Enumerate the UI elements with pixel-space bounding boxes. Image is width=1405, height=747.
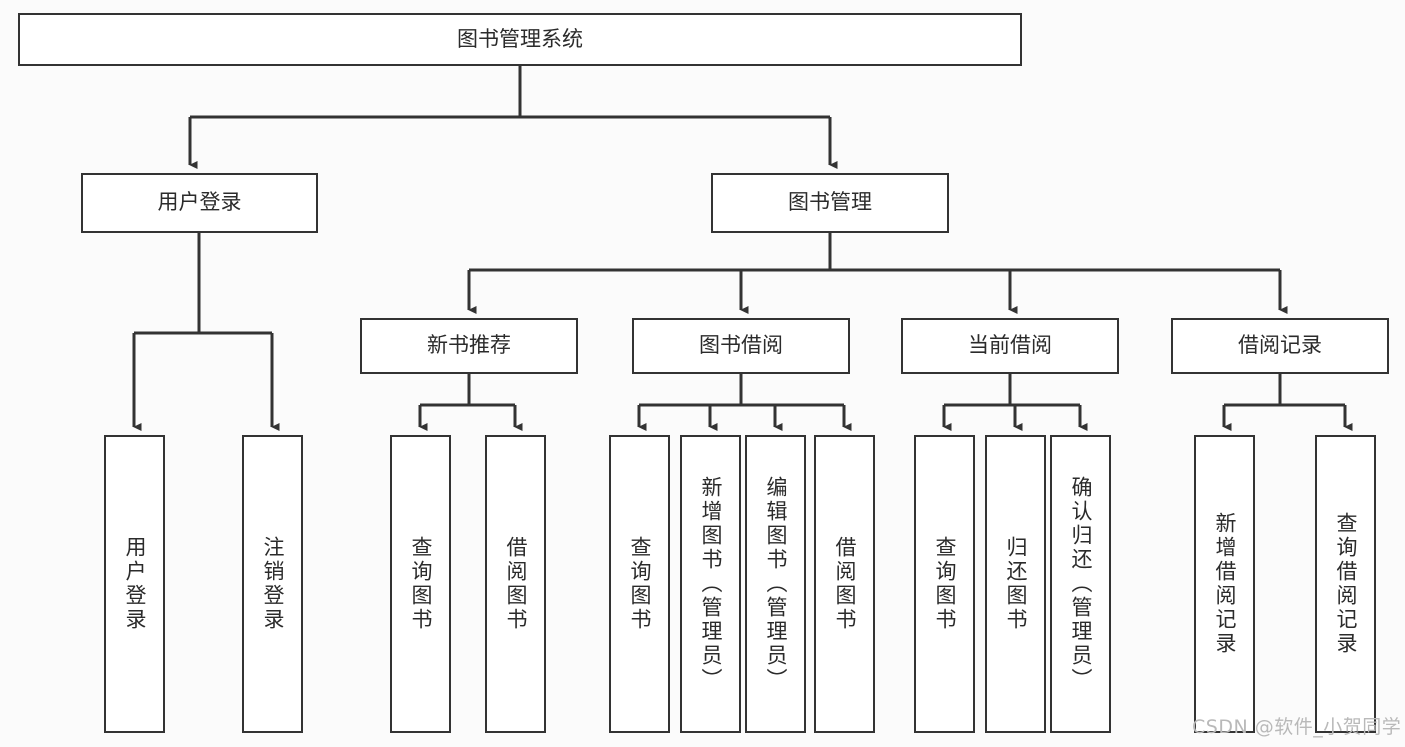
leaf-borrow-book-recommend[interactable]: 借阅图书: [485, 435, 546, 733]
node-user-login-label: 用户登录: [157, 190, 242, 215]
node-borrow-record[interactable]: 借阅记录: [1171, 318, 1389, 374]
leaf-borrow-book-recommend-label: 借阅图书: [504, 536, 528, 632]
node-new-book-recommend[interactable]: 新书推荐: [360, 318, 578, 374]
leaf-query-book-current-label: 查询图书: [933, 536, 957, 632]
watermark: CSDN @软件_小贺同学: [1192, 716, 1402, 738]
node-current-borrow-label: 当前借阅: [968, 333, 1052, 358]
leaf-query-book-recommend[interactable]: 查询图书: [390, 435, 451, 733]
node-user-login[interactable]: 用户登录: [81, 173, 318, 233]
leaf-add-borrow-record[interactable]: 新增借阅记录: [1194, 435, 1255, 733]
leaf-edit-book-admin-label: 编辑图书（管理员）: [764, 476, 788, 692]
node-book-borrow-label: 图书借阅: [699, 333, 783, 358]
leaf-add-book-admin-label: 新增图书（管理员）: [699, 476, 723, 692]
node-borrow-record-label: 借阅记录: [1238, 333, 1322, 358]
node-book-management-label: 图书管理: [788, 190, 872, 215]
node-new-book-recommend-label: 新书推荐: [427, 333, 511, 358]
leaf-confirm-return-admin-label: 确认归还（管理员）: [1069, 476, 1093, 692]
leaf-confirm-return-admin[interactable]: 确认归还（管理员）: [1050, 435, 1111, 733]
node-book-borrow[interactable]: 图书借阅: [632, 318, 850, 374]
node-current-borrow[interactable]: 当前借阅: [901, 318, 1119, 374]
leaf-add-book-admin[interactable]: 新增图书（管理员）: [680, 435, 741, 733]
node-root-label: 图书管理系统: [457, 26, 583, 51]
node-root[interactable]: 图书管理系统: [18, 13, 1022, 66]
leaf-edit-book-admin[interactable]: 编辑图书（管理员）: [745, 435, 806, 733]
leaf-user-login-label: 用户登录: [123, 536, 147, 632]
leaf-return-book-label: 归还图书: [1004, 536, 1028, 632]
node-book-management[interactable]: 图书管理: [711, 173, 949, 233]
leaf-logout-label: 注销登录: [261, 536, 285, 632]
leaf-query-borrow-record[interactable]: 查询借阅记录: [1315, 435, 1376, 733]
leaf-add-borrow-record-label: 新增借阅记录: [1213, 512, 1237, 656]
leaf-query-borrow-record-label: 查询借阅记录: [1334, 512, 1358, 656]
leaf-return-book[interactable]: 归还图书: [985, 435, 1046, 733]
leaf-logout[interactable]: 注销登录: [242, 435, 303, 733]
leaf-query-book-borrow-label: 查询图书: [628, 536, 652, 632]
leaf-query-book-current[interactable]: 查询图书: [914, 435, 975, 733]
leaf-query-book-recommend-label: 查询图书: [409, 536, 433, 632]
leaf-borrow-book-label: 借阅图书: [833, 536, 857, 632]
leaf-user-login[interactable]: 用户登录: [104, 435, 165, 733]
leaf-borrow-book[interactable]: 借阅图书: [814, 435, 875, 733]
leaf-query-book-borrow[interactable]: 查询图书: [609, 435, 670, 733]
